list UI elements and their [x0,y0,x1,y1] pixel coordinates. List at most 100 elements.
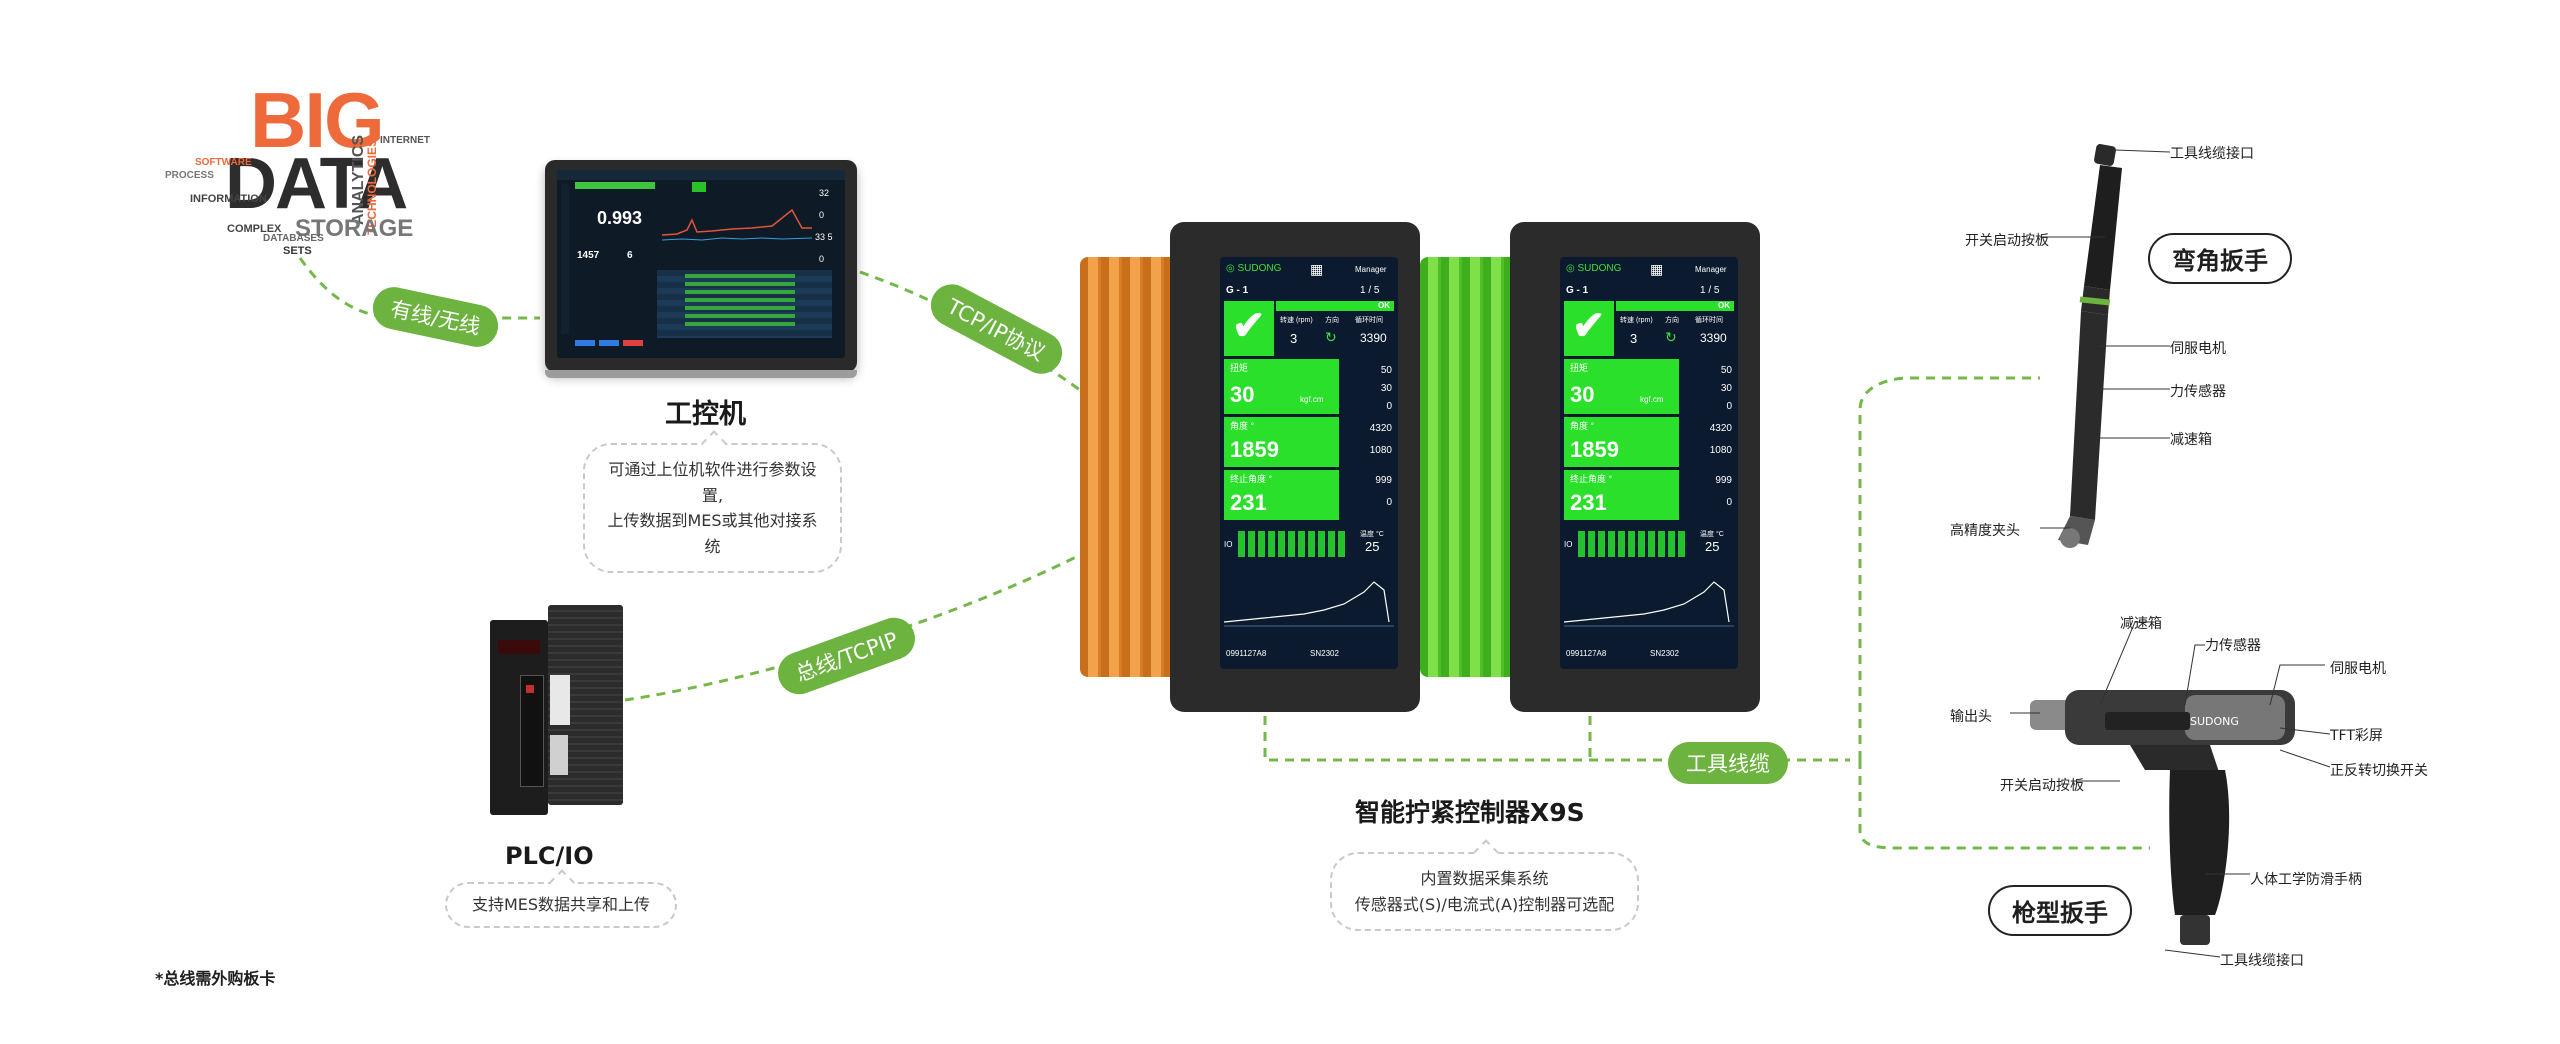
right-value: 50 [1380,365,1392,376]
torque-box [1224,359,1339,414]
torque-label: 扭矩 [1570,363,1589,373]
menu-label[interactable]: Manager [1695,265,1727,274]
tool2-label-force-sensor: 力传感器 [2205,638,2261,654]
final-angle-box [1564,470,1679,520]
controller-desc-line-2: 传感器式(S)/电流式(A)控制器可选配 [1354,894,1615,914]
cloud-word: DATABASES [263,233,324,244]
direction-icon: ↻ [1665,329,1677,345]
tool2-label-grip: 人体工学防滑手柄 [2250,872,2362,888]
tool1-label-cable-port: 工具线缆接口 [2170,146,2254,162]
temp-label: 温度 °C [1700,531,1724,538]
angle-box [1564,417,1679,467]
cloud-word: INFORMATION [190,193,267,205]
cloud-word: SETS [283,245,312,257]
controller-desc-line-1: 内置数据采集系统 [1420,869,1549,888]
page-label: 1 / 5 [1360,285,1380,296]
tool1-label-force-sensor: 力传感器 [2170,384,2226,400]
angle-value: 1859 [1230,437,1279,462]
trend-chart [1564,581,1734,627]
industrial-pc-screen: 0.993 1457 6 32 0 33 5 0 [557,170,845,358]
ok-check-box: ✔ [1564,301,1614,356]
controller-orange: ◎ SUDONG ▦ Manager G - 1 1 / 5 ✔ OK 转速 (… [1080,222,1420,712]
right-value: 1080 [1709,445,1732,456]
right-value: 999 [1715,475,1732,486]
footnote: *总线需外购板卡 [155,969,276,988]
cloud-big: BIG [250,76,385,164]
bottom-sn: SN2302 [1310,649,1339,658]
right-value: 4320 [1369,423,1392,434]
temp-label: 温度 °C [1360,531,1384,538]
tool2-label-switch: 开关启动按板 [2000,778,2084,794]
check-icon: ✔ [1572,304,1606,348]
industrial-pc: 0.993 1457 6 32 0 33 5 0 [545,160,857,378]
right-value: 30 [1380,383,1392,394]
bottom-serial: 0991127A8 [1226,649,1267,658]
tool1-label-switch: 开关启动按板 [1965,233,2049,249]
ipc-desc-line-1: 可通过上位机软件进行参数设置, [608,460,817,505]
ipc-num-1: 1457 [577,250,600,261]
torque-value: 30 [1570,382,1595,407]
ipc-btn [599,340,619,346]
grid-icon[interactable]: ▦ [1310,261,1324,277]
plc-desc: 支持MES数据共享和上传 [445,869,677,928]
grid-icon[interactable]: ▦ [1650,261,1664,277]
angle-box [1224,417,1339,467]
link-cable-tool2 [1858,760,2150,850]
plc-desc-line: 支持MES数据共享和上传 [471,895,651,914]
tool1-name: 弯角扳手 [2148,233,2292,284]
controller-screen: ◎ SUDONG ▦ Manager G - 1 1 / 5 ✔ OK 转速 (… [1560,257,1738,669]
ok-badge: OK [1616,301,1734,311]
group-label: G - 1 [1226,285,1249,296]
right-value: 1080 [1369,445,1392,456]
cloud-word: INTERNET [380,135,430,146]
tool2-leader-lines [2010,621,2331,958]
big-data-cloud: BIG DATA ANALYTICS TECHNOLOGIES STORAGE … [155,75,455,275]
ipc-desc: 可通过上位机软件进行参数设置, 上传数据到MES或其他对接系统 [583,430,842,574]
ipc-side-4: 0 [819,254,825,264]
tool2-label-tft: TFT彩屏 [2330,728,2383,744]
brand-label: SUDONG [1577,263,1622,274]
cloud-word: STORAGE [295,215,414,242]
tool2-label-output: 输出头 [1950,709,1992,725]
page-label: 1 / 5 [1700,285,1720,296]
bottom-serial: 0991127A8 [1566,649,1607,658]
ipc-trend-chart [662,208,812,241]
angle-value: 1859 [1570,437,1619,462]
io-label: IO [1224,540,1233,549]
brand-label: SUDONG [1237,263,1282,274]
controller-title: 智能拧紧控制器X9S [1355,798,1585,827]
right-value: 999 [1375,475,1392,486]
tool1-label-servo: 伺服电机 [2170,341,2226,357]
angle-label: 角度 ° [1230,421,1255,431]
ipc-num-2: 6 [627,250,633,261]
count-value: 3390 [1700,331,1727,345]
tool2-label-gearbox: 减速箱 [2120,616,2162,632]
temp-value: 25 [1365,539,1380,554]
count-label: 循环时间 [1355,317,1383,324]
count-label: 循环时间 [1695,317,1723,324]
tool2-label-cable-port: 工具线缆接口 [2220,953,2304,969]
link-controller1-cable [1263,700,1850,762]
angle-wrench [2058,144,2122,548]
controller-desc: 内置数据采集系统 传感器式(S)/电流式(A)控制器可选配 [1330,839,1639,932]
right-value: 0 [1726,497,1732,508]
right-value: 30 [1720,383,1732,394]
ipc-main-value: 0.993 [597,208,643,228]
angle-label: 角度 ° [1570,421,1595,431]
pistol-wrench [2030,690,2295,945]
torque-unit: kgf.cm [1300,395,1324,404]
ipc-side-3: 33 5 [815,232,833,242]
ok-check-box: ✔ [1224,301,1274,356]
check-icon: ✔ [1232,304,1266,348]
final-angle-box [1224,470,1339,520]
ipc-title: 工控机 [665,399,746,430]
cloud-word: PROCESS [165,170,214,181]
right-value: 4320 [1709,423,1732,434]
ipc-desc-line-2: 上传数据到MES或其他对接系统 [607,511,818,556]
cloud-word: COMPLEX [227,223,282,235]
controller-screen: ◎ SUDONG ▦ Manager G - 1 1 / 5 ✔ OK 转速 (… [1220,257,1398,669]
link-label-cable: 工具线缆 [1668,742,1788,784]
direction-icon: ↻ [1325,329,1337,345]
speed-label: 转速 (rpm) [1620,317,1653,324]
menu-label[interactable]: Manager [1355,265,1387,274]
